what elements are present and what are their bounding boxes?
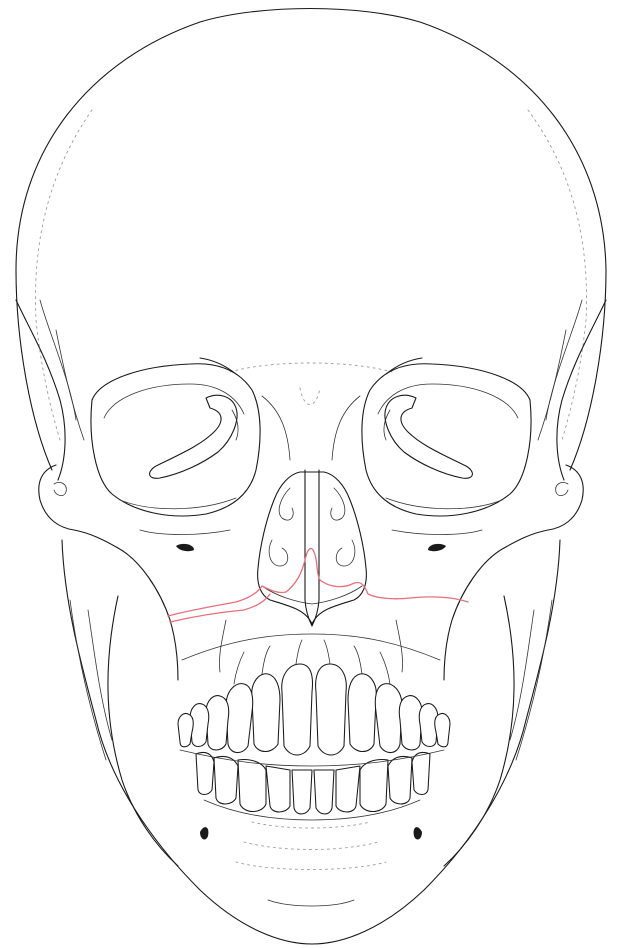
tooth-upper-molar-right (435, 713, 450, 746)
mental-protuberance (268, 900, 354, 906)
tooth-upper-central-left (282, 664, 313, 755)
tooth-lower-molar-left (196, 752, 214, 794)
cheek-inner-left (56, 330, 84, 440)
nasal-septum (305, 470, 319, 626)
tooth-upper-lateral-left (252, 674, 280, 752)
tooth-upper-premolar-right-1 (399, 696, 422, 750)
nasal-aperture (258, 472, 367, 624)
orbit-rim-left (91, 364, 260, 516)
mandible-ramus-right (444, 596, 514, 866)
upper-teeth (178, 664, 450, 755)
mental-foramen-right (414, 827, 422, 839)
nasal-bridge-right (332, 396, 360, 460)
infraorbital-foramen-right (428, 544, 446, 551)
tooth-lower-premolar-right (388, 756, 412, 804)
tooth-lower-molar-right (412, 752, 430, 794)
zygomatic-arch-right (504, 465, 583, 548)
tooth-lower-lateral-left (266, 766, 290, 812)
orbit-inner-right (378, 384, 518, 418)
maxilla-outline-left (118, 548, 178, 680)
chin-dotted-1 (236, 862, 386, 870)
tooth-lower-central-left (292, 770, 312, 814)
orbit-rim-right (362, 364, 531, 516)
tooth-upper-central-right (316, 664, 347, 755)
orbit-inner-left (104, 384, 244, 418)
temporal-fossa-left (16, 300, 65, 480)
tooth-upper-lateral-right (348, 674, 376, 752)
tooth-lower-canine-left (238, 759, 266, 811)
mental-foramen-left (200, 827, 208, 839)
temporal-fossa-right (557, 300, 606, 480)
tooth-lower-premolar-left (214, 756, 238, 804)
cranium-outline (16, 9, 606, 471)
nasal-conchae-right (331, 488, 355, 566)
tooth-upper-canine-left (226, 684, 253, 753)
orbit-floor-right (386, 498, 502, 509)
glabella-dotted (230, 363, 392, 372)
orbital-fissure-left (150, 395, 237, 478)
cheek-inner-right (538, 330, 566, 440)
mandible-ramus-left (108, 596, 178, 866)
maxilla-line-left (140, 530, 230, 535)
mandible-outline (62, 540, 560, 944)
maxilla-outline-right (444, 548, 504, 680)
tooth-lower-lateral-right (336, 766, 360, 812)
tooth-upper-canine-right (375, 684, 402, 753)
tooth-lower-central-right (314, 770, 334, 814)
chin-dotted-2 (244, 842, 378, 850)
nasal-conchae-left (269, 488, 293, 566)
fracture-line-secondary (170, 594, 270, 622)
temporal-line-right (528, 110, 587, 440)
lower-alveolar-line (204, 800, 420, 820)
infraorbital-foramen-left (176, 544, 194, 551)
zygomatic-notch-left (54, 482, 66, 495)
temporal-line-left (35, 110, 92, 440)
tooth-lower-canine-right (360, 759, 388, 811)
orbital-fissure-right (385, 395, 472, 478)
frontonasal-dotted (300, 388, 320, 405)
orbit-floor-left (120, 498, 236, 509)
zygomatic-notch-right (556, 482, 568, 495)
tooth-upper-premolar-left-1 (206, 696, 229, 750)
nasal-floor (262, 586, 362, 604)
chin-dotted-3 (252, 822, 370, 828)
zygomatic-arch-left (39, 465, 118, 548)
lower-teeth (196, 752, 430, 814)
maxilla-line-right (392, 530, 482, 535)
tooth-upper-molar-left (178, 713, 193, 746)
nasal-bridge-left (262, 396, 290, 460)
